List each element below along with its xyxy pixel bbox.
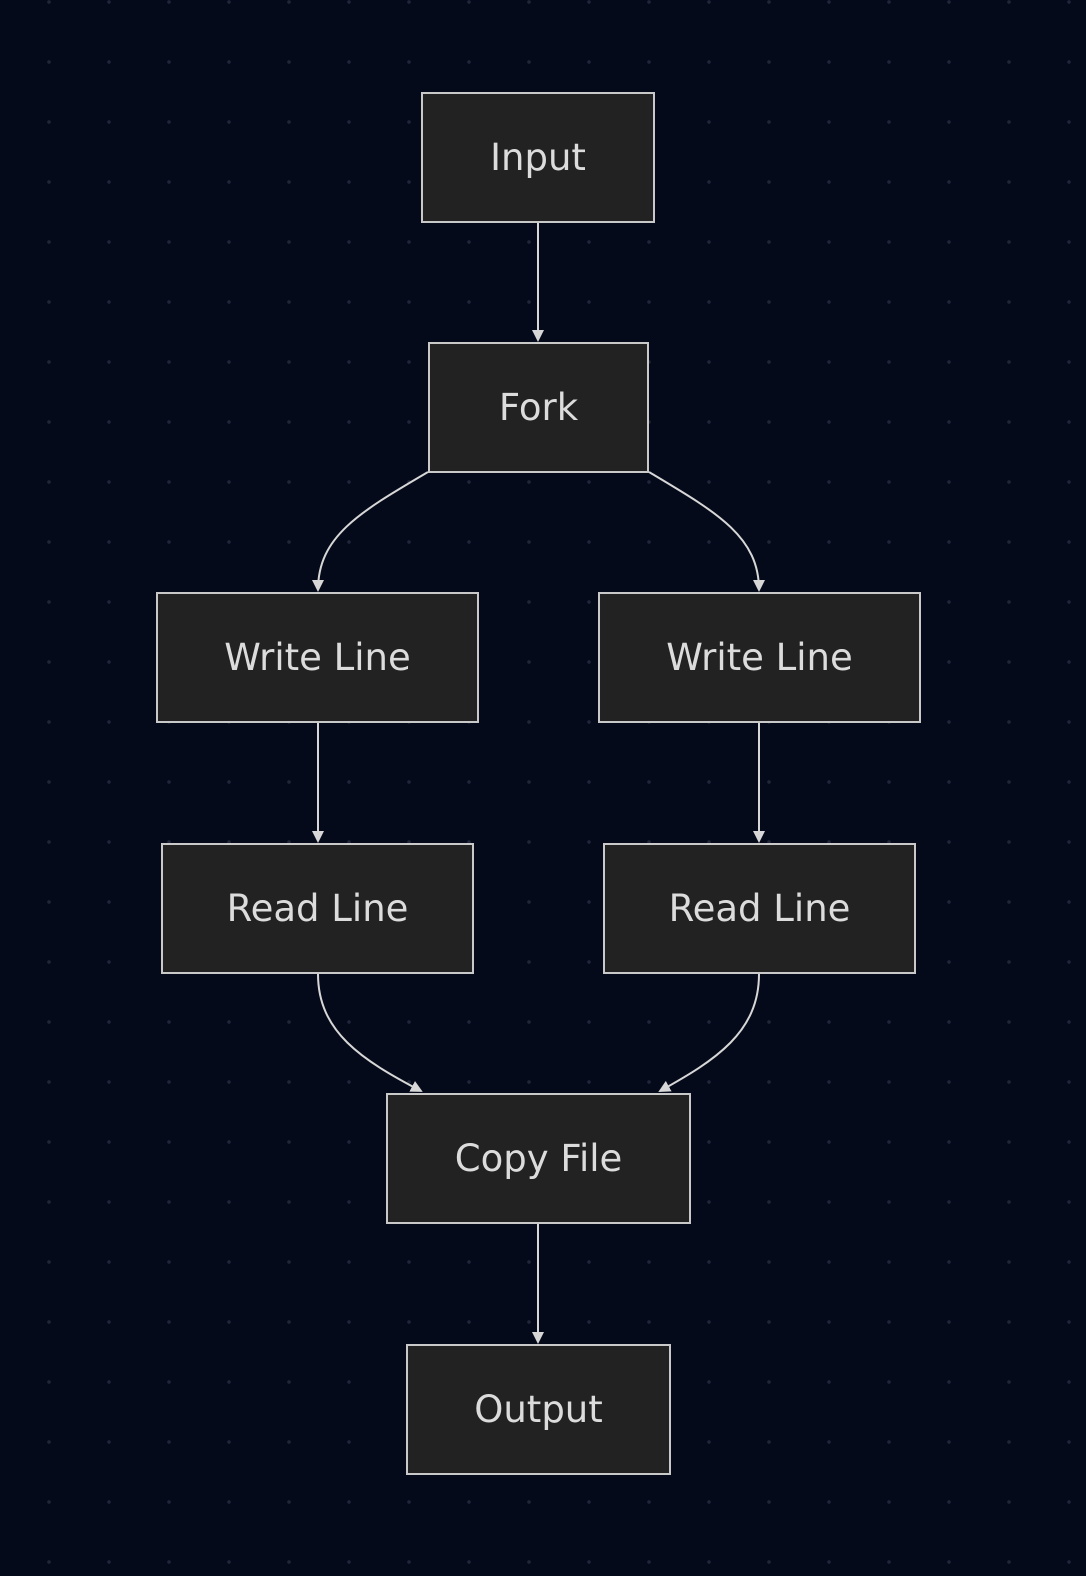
node-input: Input: [421, 92, 655, 223]
node-read-line-left: Read Line: [161, 843, 474, 974]
node-read-line-right-label: Read Line: [668, 887, 851, 930]
node-copy-file: Copy File: [386, 1093, 691, 1224]
node-fork-label: Fork: [498, 386, 579, 429]
edge-fork-write-right: [648, 471, 765, 592]
node-read-line-left-label: Read Line: [226, 887, 409, 930]
node-write-line-right-label: Write Line: [666, 636, 853, 679]
edge-read-left-copy: [317, 973, 423, 1092]
node-input-label: Input: [490, 136, 586, 179]
node-write-line-right: Write Line: [598, 592, 921, 723]
node-fork: Fork: [428, 342, 649, 473]
node-output-label: Output: [474, 1388, 603, 1431]
edge-fork-write-left: [312, 471, 429, 592]
node-copy-file-label: Copy File: [454, 1137, 623, 1180]
node-read-line-right: Read Line: [603, 843, 916, 974]
node-write-line-left: Write Line: [156, 592, 479, 723]
node-write-line-left-label: Write Line: [224, 636, 411, 679]
edge-read-right-copy: [658, 973, 760, 1092]
node-output: Output: [406, 1344, 671, 1475]
